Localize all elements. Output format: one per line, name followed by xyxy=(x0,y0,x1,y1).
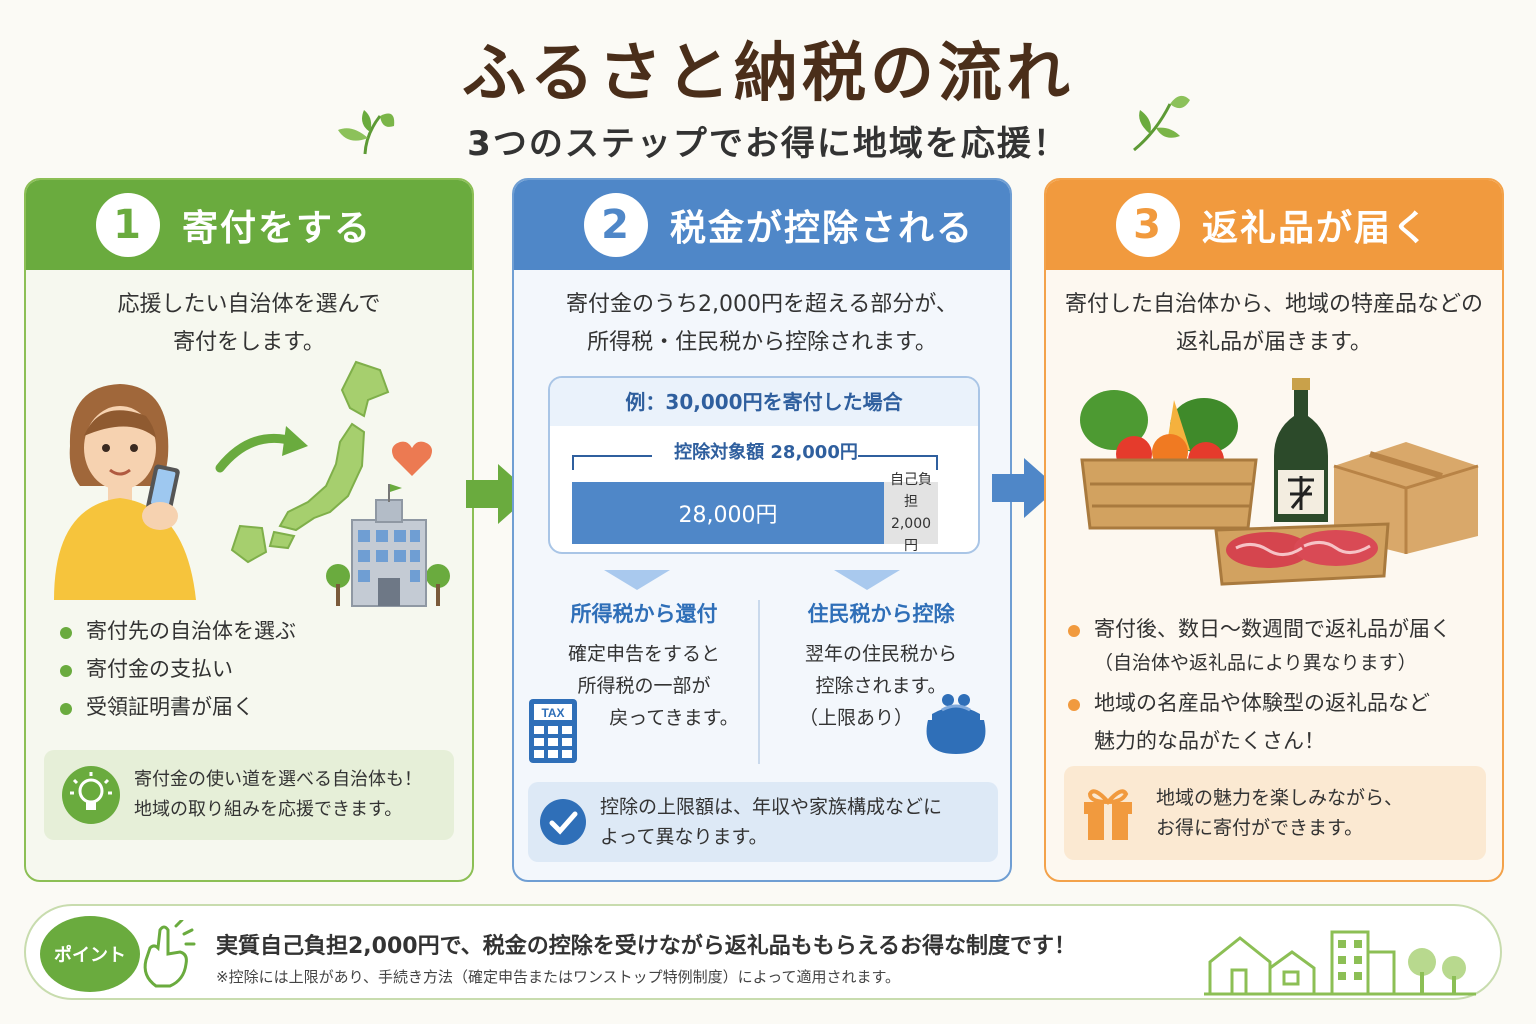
sake-bottle-illustration xyxy=(1274,378,1328,522)
list-item: 寄付後、数日〜数週間で返礼品が届く （自治体や返礼品により異なります） xyxy=(1068,610,1451,678)
lightbulb-icon xyxy=(62,766,120,824)
checkmark-icon xyxy=(540,799,586,845)
point-footnote: ※控除には上限があり、手続き方法（確定申告またはワンストップ特例制度）によって適… xyxy=(216,968,900,986)
step3-header: 3 返礼品が届く xyxy=(1046,180,1502,270)
arrow-to-map-icon xyxy=(215,426,308,473)
town-houses-illustration xyxy=(1204,930,1476,996)
step1-header: 1 寄付をする xyxy=(26,180,472,270)
step1-number: 1 xyxy=(96,193,160,257)
step3-title: 返礼品が届く xyxy=(1202,208,1431,249)
step2-description: 寄付金のうち2,000円を超える部分が、 所得税・住民税から控除されます。 xyxy=(566,292,958,355)
self-burden-bar: 自己負担 2,000円 xyxy=(884,472,938,552)
example-title: 例：30,000円を寄付した場合 xyxy=(550,378,978,426)
vegetable-crate-illustration xyxy=(1080,390,1258,530)
resident-tax-deduction-section: 住民税から控除 翌年の住民税から 控除されます。 （上限あり） xyxy=(768,598,994,734)
list-item: 寄付金の支払い xyxy=(60,650,296,688)
step2-header: 2 税金が控除される xyxy=(514,180,1010,270)
point-summary-bar: ポイント 実質自己負担2,000円で、税金の控除を受けながら返礼品ももらえるお得… xyxy=(24,904,1502,1000)
heart-icon xyxy=(392,441,432,476)
calculator-icon: TAX xyxy=(529,699,577,763)
list-item: 地域の名産品や体験型の返礼品など 魅力的な品がたくさん！ xyxy=(1068,684,1451,760)
deduction-range-label: 控除対象額 28,000円 xyxy=(674,442,858,463)
page-title: ふるさと納税の流れ xyxy=(462,37,1074,111)
step3-number: 3 xyxy=(1116,193,1180,257)
step1-title: 寄付をする xyxy=(182,208,373,249)
step3-bullet-list: 寄付後、数日〜数週間で返礼品が届く （自治体や返礼品により異なります） 地域の名… xyxy=(1068,610,1451,760)
resident-tax-deduction-title: 住民税から控除 xyxy=(807,602,955,626)
deduction-example-box: 例：30,000円を寄付した場合 控除対象額 28,000円 28,000円 自… xyxy=(548,376,980,554)
japan-map-illustration xyxy=(230,360,390,564)
step3-card: 3 返礼品が届く 寄付した自治体から、地域の特産品などの 返礼品が届きます。 xyxy=(1044,178,1504,882)
woman-with-phone-illustration xyxy=(54,384,196,600)
point-badge: ポイント xyxy=(40,916,140,992)
step3-description: 寄付した自治体から、地域の特産品などの 返礼品が届きます。 xyxy=(1064,292,1483,355)
down-arrow-left-icon xyxy=(604,570,670,590)
deductible-amount-bar: 28,000円 xyxy=(572,482,884,544)
step-arrow-2-icon xyxy=(992,458,1058,518)
step2-number: 2 xyxy=(584,193,648,257)
calculator-label: TAX xyxy=(541,706,564,720)
leaf-left-icon xyxy=(338,110,395,155)
step1-bullet-list: 寄付先の自治体を選ぶ 寄付金の支払い 受領証明書が届く xyxy=(60,612,296,726)
page-subtitle: 3つのステップでお得に地域を応援！ xyxy=(467,124,1069,164)
step1-description: 応援したい自治体を選んで 寄付をします。 xyxy=(117,292,381,355)
step1-card: 1 寄付をする 応援したい自治体を選んで 寄付をします。 xyxy=(24,178,474,882)
pointing-hand-icon xyxy=(143,920,196,988)
step2-title: 税金が控除される xyxy=(670,208,975,249)
section-divider xyxy=(758,600,760,764)
range-bracket xyxy=(572,455,938,470)
meat-tray-illustration xyxy=(1214,522,1390,586)
income-tax-refund-section: 所得税から還付 確定申告をすると 所得税の一部が 戻ってきます。 xyxy=(534,598,754,734)
list-item: 受領証明書が届く xyxy=(60,688,296,726)
down-arrow-right-icon xyxy=(834,570,900,590)
point-main-text: 実質自己負担2,000円で、税金の控除を受けながら返礼品ももらえるお得な制度です… xyxy=(216,934,1077,959)
city-hall-building-illustration xyxy=(326,484,450,607)
gift-box-icon xyxy=(1084,789,1132,840)
list-item: 寄付先の自治体を選ぶ xyxy=(60,612,296,650)
step3-tip-box: 地域の魅力を楽しみながら、 お得に寄付ができます。 xyxy=(1064,766,1486,860)
leaf-right-icon xyxy=(1133,95,1190,152)
wallet-purse-icon xyxy=(926,694,986,754)
step2-card: 2 税金が控除される 寄付金のうち2,000円を超える部分が、 所得税・住民税か… xyxy=(512,178,1012,882)
step1-tip-box: 寄付金の使い道を選べる自治体も！ 地域の取り組みを応援できます。 xyxy=(44,750,454,840)
step2-tip-box: 控除の上限額は、年収や家族構成などに よって異なります。 xyxy=(528,782,998,862)
income-tax-refund-title: 所得税から還付 xyxy=(570,602,718,626)
